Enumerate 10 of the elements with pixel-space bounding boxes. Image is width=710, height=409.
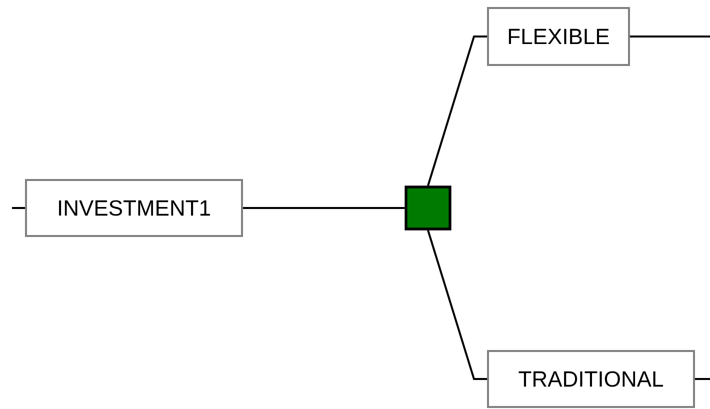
- connector-line: [630, 36, 710, 38]
- decision-square: [404, 186, 452, 230]
- connector-line: [12, 207, 25, 209]
- connector-line: [427, 36, 487, 186]
- connector-line: [695, 378, 710, 380]
- connector-line: [243, 207, 405, 209]
- label-box: TRADITIONAL: [487, 350, 695, 408]
- connector-line: [427, 230, 487, 380]
- label-box: FLEXIBLE: [487, 7, 630, 66]
- label-box: INVESTMENT1: [25, 179, 243, 237]
